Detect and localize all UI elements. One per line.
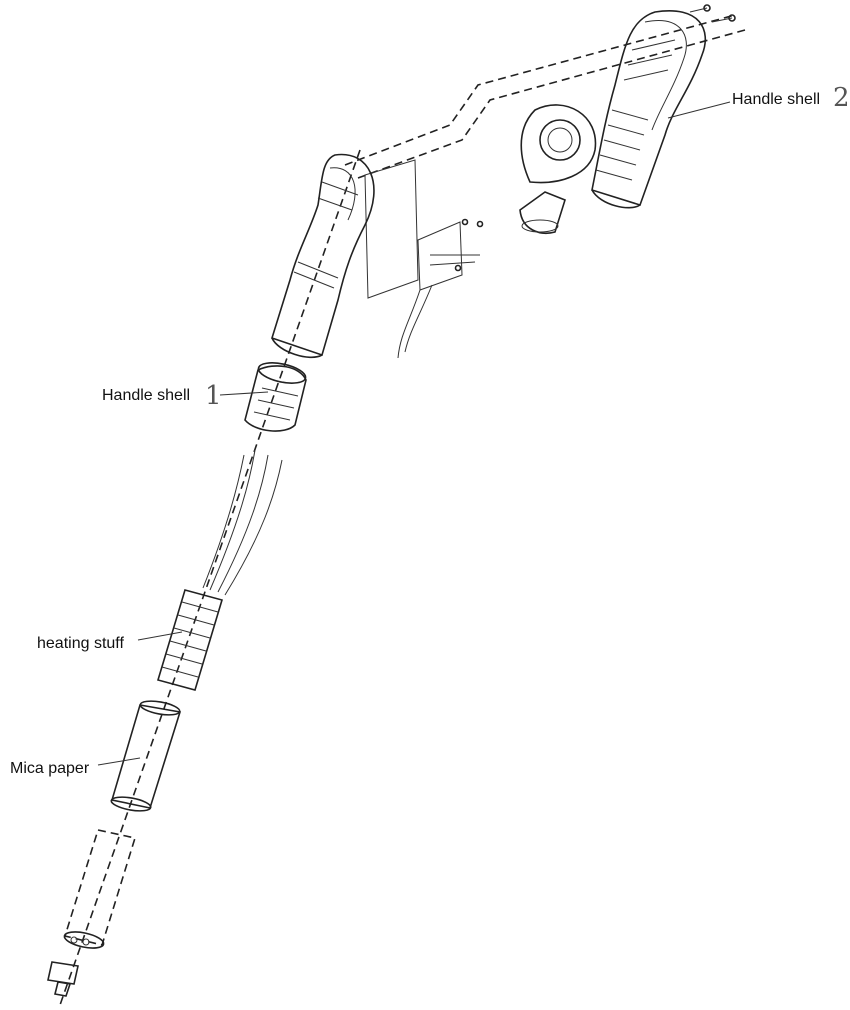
label-handle-shell-1-number: 1 <box>205 381 222 411</box>
nozzle-tip-part <box>47 961 79 997</box>
handle-shell-2-part <box>591 4 736 209</box>
fan-housing-part <box>520 104 597 184</box>
heating-element-part <box>156 589 224 691</box>
handle-shell-1-part <box>244 362 307 432</box>
mica-paper-part <box>110 700 182 812</box>
label-handle-shell-2-text: Handle shell <box>732 91 820 108</box>
switch-board-part <box>364 159 484 359</box>
label-handle-shell-1: Handle shell 1 <box>102 381 222 411</box>
fan-cap-part <box>519 191 566 234</box>
label-handle-shell-2-number: 2 <box>833 83 850 113</box>
label-mica-paper: Mica paper <box>10 760 90 777</box>
label-handle-shell-2: Handle shell 2 <box>732 83 850 113</box>
label-handle-shell-1-text: Handle shell <box>102 387 190 404</box>
wires-part <box>202 449 283 596</box>
handle-shell-2-grip <box>595 109 649 181</box>
front-handle-body-part <box>271 153 375 359</box>
nozzle-tube-part <box>63 829 137 949</box>
label-heating-stuff: heating stuff <box>37 635 124 652</box>
assembly-axis <box>59 14 746 1006</box>
leader-lines <box>97 101 731 766</box>
